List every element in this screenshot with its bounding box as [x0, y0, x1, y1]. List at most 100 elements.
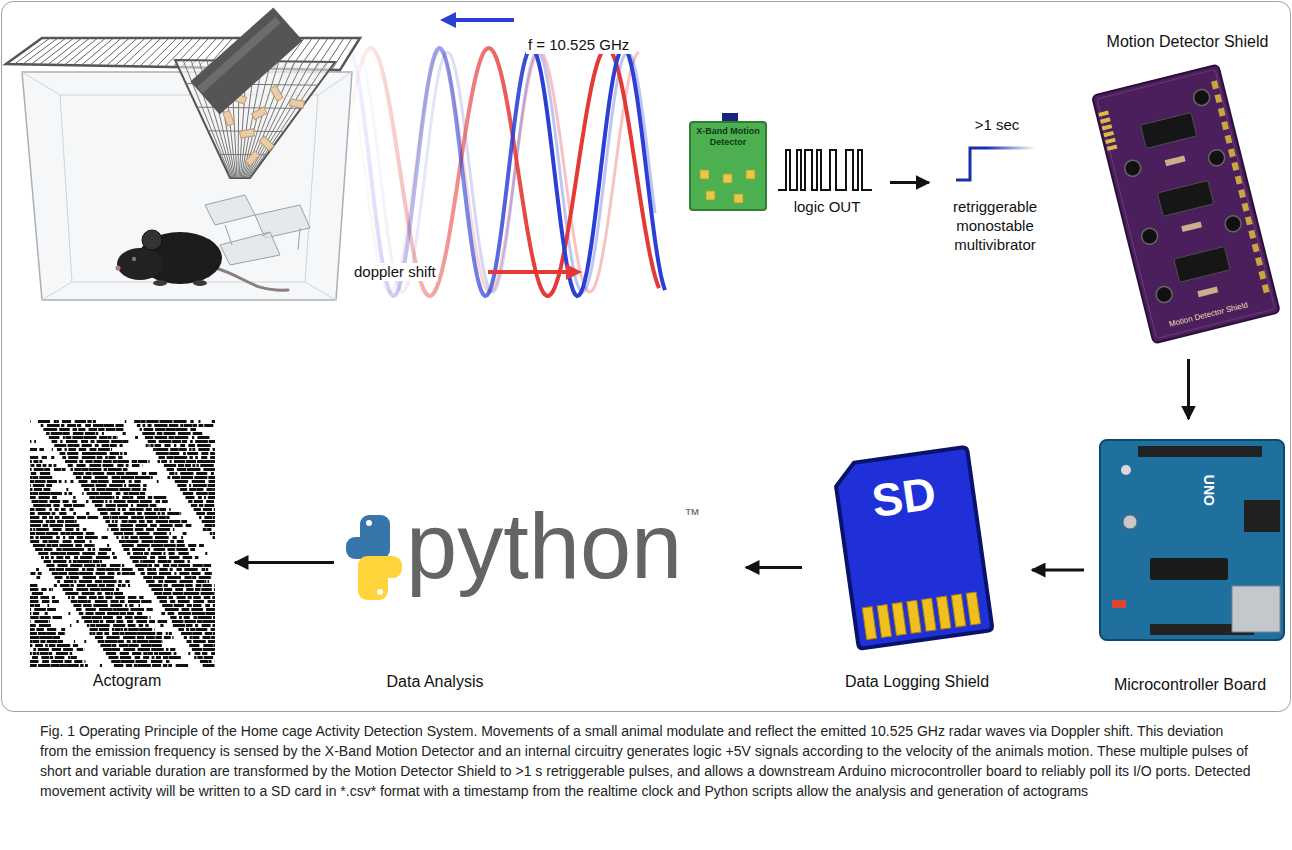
activity-bar [152, 656, 155, 659]
activity-bar [50, 508, 51, 511]
activity-bar [131, 600, 132, 603]
activity-bar [93, 604, 95, 607]
activity-bar [106, 576, 109, 579]
activity-bar [38, 620, 39, 623]
activity-bar [32, 640, 39, 643]
activity-bar [120, 632, 124, 635]
activity-bar [84, 544, 94, 547]
motion-detector-shield-board-part-part [1157, 180, 1213, 216]
emission-arrow [440, 12, 514, 28]
activity-bar [30, 628, 35, 631]
activity-bar [47, 424, 60, 427]
activity-bar [180, 488, 187, 491]
activity-bar [98, 640, 104, 643]
activity-bar [139, 604, 141, 607]
activity-bar [100, 644, 111, 647]
component-label: Microcontroller Board [1090, 675, 1290, 694]
activity-bar [62, 516, 74, 519]
activity-bar [32, 656, 38, 659]
activity-bar [116, 428, 123, 431]
activity-bar [172, 440, 181, 443]
activity-bar [187, 560, 189, 563]
motion-detector-shield-board-part-part [1103, 131, 1114, 137]
activity-bar [56, 420, 59, 423]
activity-bar [154, 508, 159, 511]
activity-bar [67, 424, 76, 427]
activity-bar [75, 652, 76, 655]
activity-bar [186, 628, 189, 631]
activity-bar [105, 596, 112, 599]
activity-bar [159, 592, 162, 595]
activity-bar [177, 540, 184, 543]
activity-bar [147, 568, 152, 571]
activity-bar [197, 444, 210, 447]
activity-bar [179, 448, 187, 451]
activity-bar [89, 632, 91, 635]
activity-bar [60, 532, 65, 535]
activity-bar [167, 456, 174, 459]
activity-bar [120, 612, 126, 615]
activity-bar [195, 652, 201, 655]
activity-bar [128, 600, 140, 603]
activity-bar [39, 448, 44, 451]
activity-bar [54, 584, 57, 587]
component-panel: X-Band Motion Detector [688, 118, 768, 212]
activity-bar [51, 660, 63, 663]
activity-bar [146, 608, 152, 611]
activity-bar [55, 656, 65, 659]
activity-bar [119, 516, 128, 519]
motion-detector-shield-board-part-part [1165, 155, 1186, 166]
activity-bar [173, 420, 186, 423]
activity-bar [199, 516, 201, 519]
activity-bar [155, 428, 165, 431]
activity-bar [150, 536, 153, 539]
activity-bar [101, 564, 106, 567]
activity-bar [109, 484, 123, 487]
activity-bar [129, 484, 140, 487]
activity-bar [117, 640, 123, 643]
sd-card-part-part [966, 592, 980, 625]
activity-bar [197, 488, 204, 491]
activity-bar [171, 448, 175, 451]
activity-bar [183, 556, 193, 559]
activity-bar [212, 600, 215, 603]
component-label: Actogram [25, 671, 229, 690]
activity-bar [74, 580, 76, 583]
activity-bar [193, 484, 207, 487]
activity-bar [65, 480, 67, 483]
activity-bar [47, 608, 56, 611]
activity-bar [34, 604, 40, 607]
lid-wire [31, 38, 66, 64]
activity-bar [49, 620, 51, 623]
activity-bar [122, 544, 134, 547]
activity-bar [147, 652, 152, 655]
activity-bar [78, 596, 86, 599]
activity-bar [137, 612, 142, 615]
activity-bar [30, 632, 37, 635]
activity-bar [144, 552, 149, 555]
activity-bar [90, 624, 95, 627]
activity-bar [65, 568, 78, 571]
activity-bar [148, 496, 152, 499]
activity-bar [177, 484, 186, 487]
activity-bar [164, 588, 172, 591]
hopper-wire [249, 62, 327, 178]
activity-bar [148, 440, 156, 443]
activity-bar [169, 532, 171, 535]
activity-bar [68, 572, 78, 575]
motion-detector-shield-board-part-part [1174, 246, 1230, 282]
activity-bar [161, 612, 165, 615]
activity-bar [76, 608, 81, 611]
activity-bar [182, 572, 185, 575]
activity-bar [77, 584, 85, 587]
activity-bar [51, 492, 62, 495]
activity-bar [157, 432, 163, 435]
motion-detector-shield-board-part-part [1123, 159, 1142, 178]
activity-bar [73, 444, 79, 447]
activity-bar [43, 540, 48, 543]
activity-bar [123, 648, 135, 651]
activity-bar [39, 492, 51, 495]
activity-bar [213, 532, 215, 535]
activity-bar [53, 636, 60, 639]
activity-bar [52, 572, 59, 575]
